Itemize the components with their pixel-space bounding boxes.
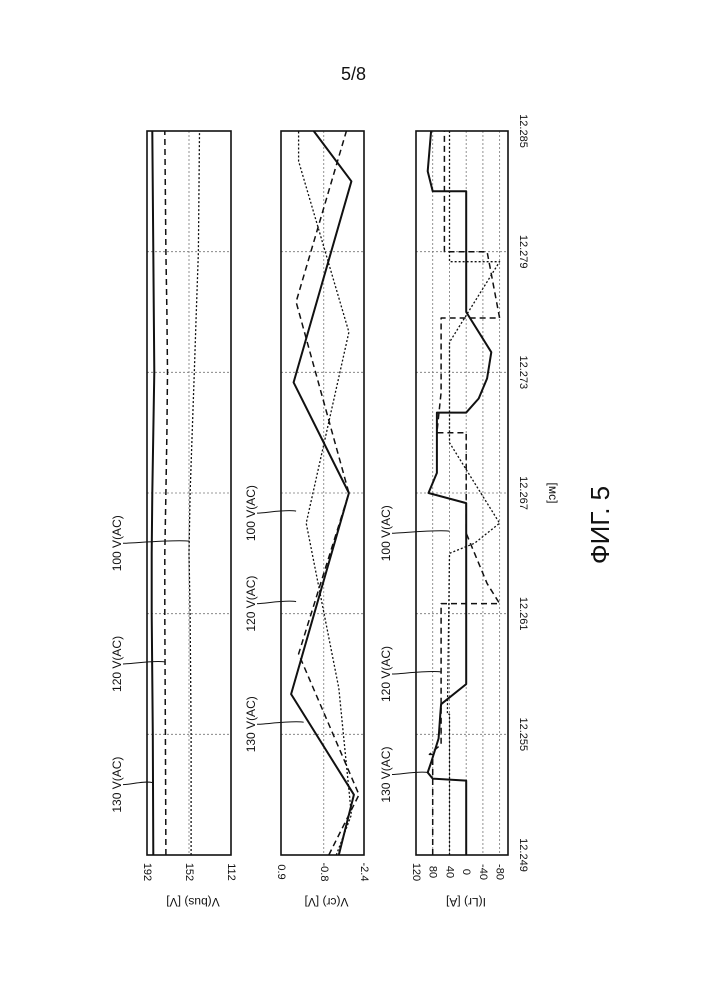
y-axis-label: V(cr) [V] xyxy=(305,895,349,909)
y-tick-label: 192 xyxy=(141,863,153,881)
y-tick-label: 112 xyxy=(225,863,237,881)
series-100v-trace xyxy=(189,131,200,855)
y-axis-label: I(Lr) [A] xyxy=(446,895,486,909)
series-annotation: 120 V(AC) xyxy=(379,646,393,702)
y-axis-label: V(bus) [V] xyxy=(166,895,219,909)
annotation-leader xyxy=(123,661,165,664)
series-annotation: 130 V(AC) xyxy=(110,757,124,813)
subplot-i: 120 80 40 0 -40 -80I(Lr) [A] 130 V(AC) 120 V(AC… xyxy=(379,131,508,909)
x-tick-label: 12.273 xyxy=(517,356,529,390)
y-tick-label: 80 xyxy=(427,866,439,878)
series-annotation: 120 V(AC) xyxy=(244,576,258,632)
annotation-leader xyxy=(123,541,189,544)
annotation-leader xyxy=(392,531,449,534)
series-annotation: 100 V(AC) xyxy=(110,515,124,571)
y-tick-label: 0.9 xyxy=(275,864,287,879)
y-tick-label: -40 xyxy=(477,864,489,880)
series-annotation: 100 V(AC) xyxy=(244,485,258,541)
subplot-vcr: 0.9 -0.8 -2.4V(cr) [V] 130 V(AC) 120 V(AC) 10… xyxy=(244,131,370,909)
y-tick-label: -2.4 xyxy=(358,863,370,882)
series-annotation: 100 V(AC) xyxy=(379,505,393,561)
annotation-leader xyxy=(123,782,153,785)
series-annotation: 120 V(AC) xyxy=(110,636,124,692)
x-tick-label: 12.285 xyxy=(517,114,529,148)
series-130v-trace xyxy=(152,131,155,855)
x-tick-label: 12.249 xyxy=(517,838,529,872)
series-annotation: 130 V(AC) xyxy=(379,747,393,803)
y-tick-label: 152 xyxy=(183,863,195,881)
x-tick-label: 12.261 xyxy=(517,597,529,631)
x-axis-label: [мс] xyxy=(546,483,560,504)
y-tick-label: -0.8 xyxy=(318,863,330,882)
y-tick-label: -80 xyxy=(494,864,506,880)
subplot-vbus: 192 152 112V(bus) [V] 130 V(AC) 120 V(AC) 100… xyxy=(110,131,237,909)
annotation-leader xyxy=(257,511,296,514)
series-annotation: 130 V(AC) xyxy=(244,696,258,752)
x-tick-label: 12.255 xyxy=(517,718,529,752)
annotation-leader xyxy=(392,772,429,775)
x-tick-label: 12.267 xyxy=(517,476,529,510)
annotation-leader xyxy=(257,601,296,604)
y-tick-label: 0 xyxy=(460,869,472,875)
y-tick-label: 120 xyxy=(410,863,422,881)
x-tick-label: 12.279 xyxy=(517,235,529,269)
y-tick-label: 40 xyxy=(443,866,455,878)
figure-label: ФИГ. 5 xyxy=(585,486,615,564)
